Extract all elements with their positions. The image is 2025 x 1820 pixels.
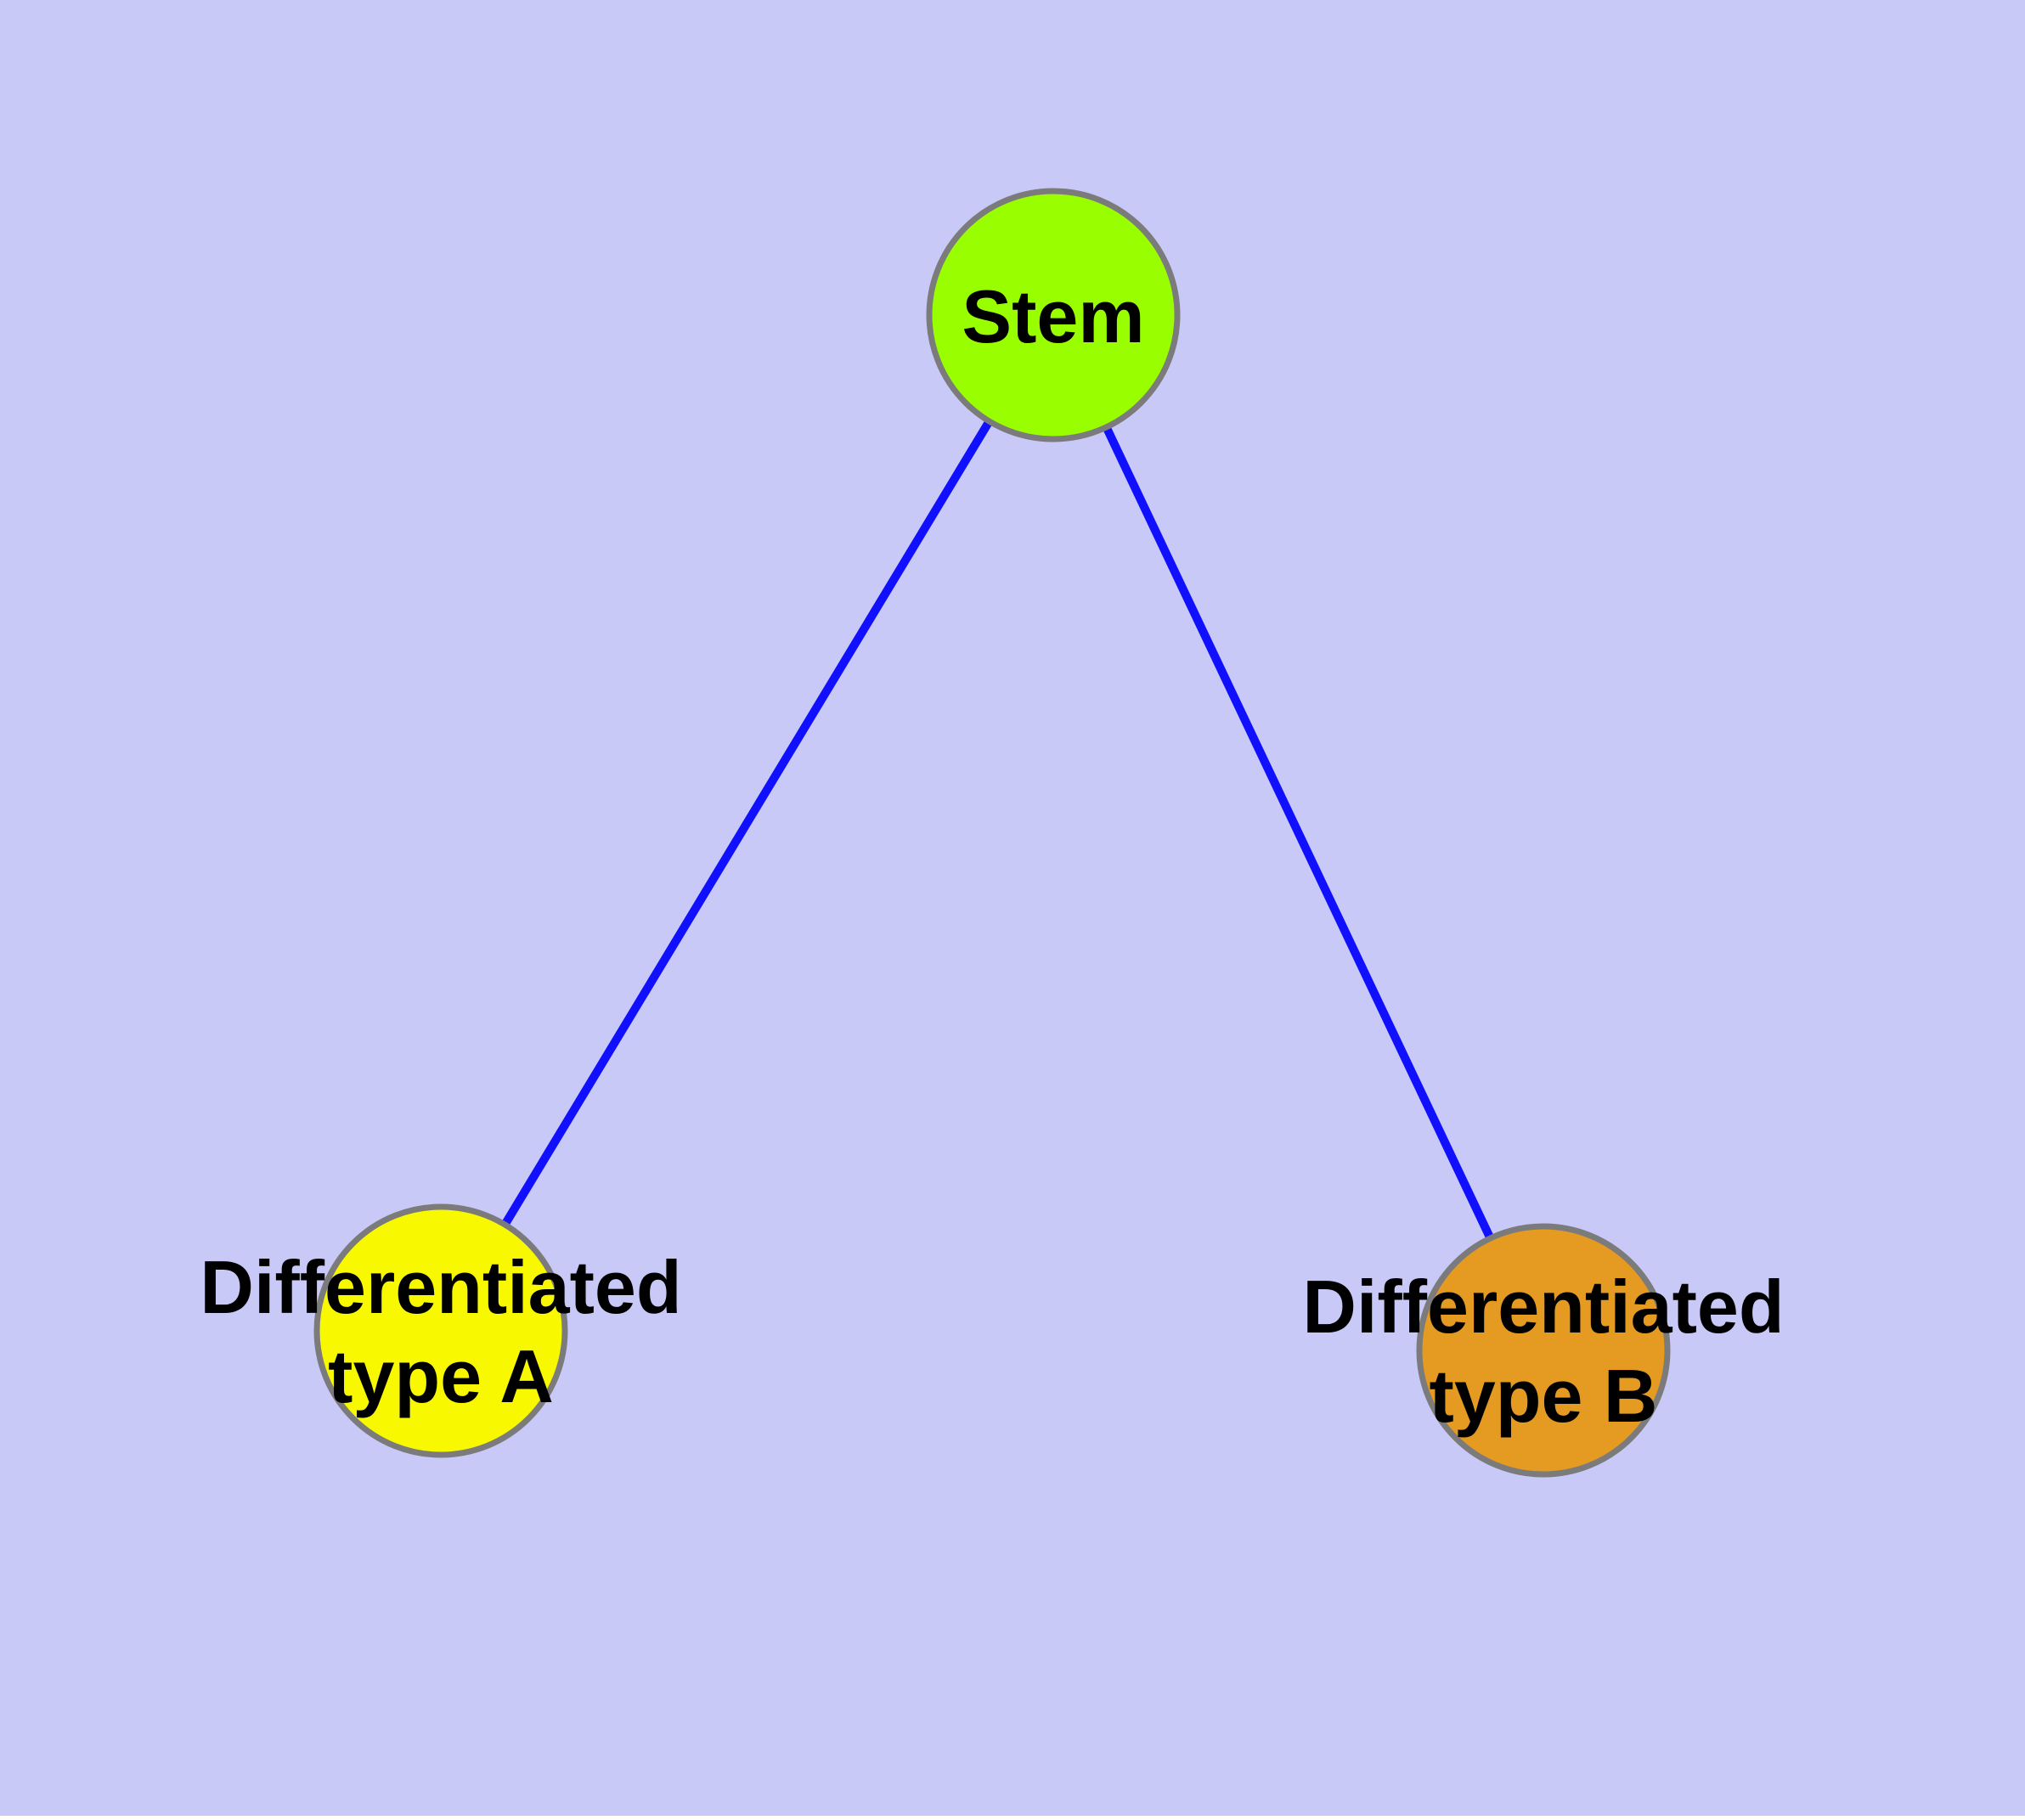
stem-node [926, 188, 1181, 442]
differentiated-type-b-label-line1: Differentiated [1302, 1265, 1784, 1349]
stem-node-label: Stem [962, 274, 1144, 358]
differentiated-type-a-node [313, 1203, 568, 1458]
edge-stem-to-type-a [437, 313, 1058, 1333]
differentiated-type-b-label-line2: type B [1430, 1354, 1658, 1438]
differentiated-type-a-label-line1: Differentiated [200, 1245, 681, 1329]
differentiated-type-b-node [1416, 1223, 1671, 1478]
edge-stem-to-type-b [1049, 313, 1548, 1353]
differentiated-type-a-label-line2: type A [328, 1334, 554, 1418]
